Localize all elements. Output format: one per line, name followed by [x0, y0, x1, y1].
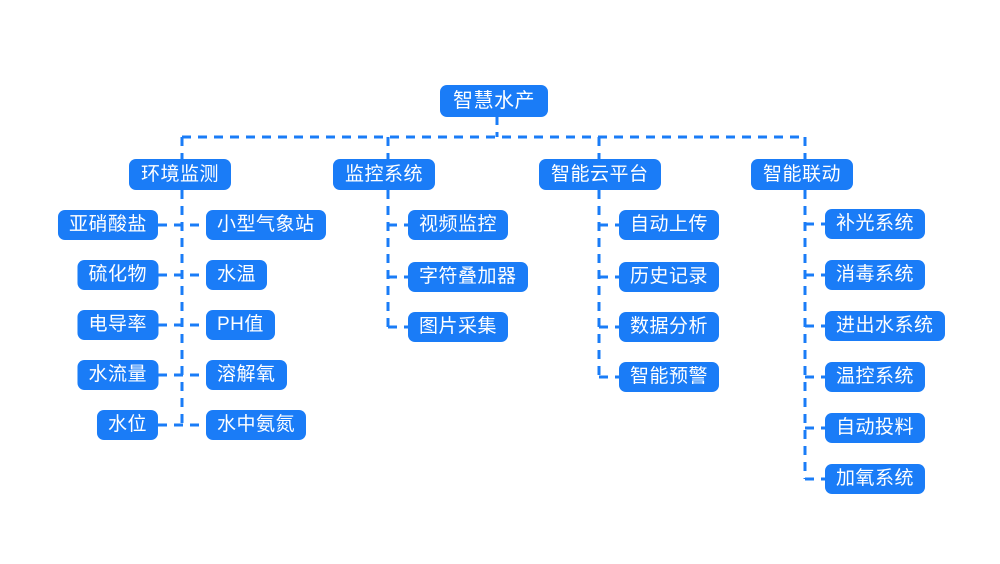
- node-env-water-flow[interactable]: 水流量: [77, 360, 158, 390]
- node-env-water-level[interactable]: 水位: [96, 410, 158, 440]
- node-env-dissolved-oxygen[interactable]: 溶解氧: [206, 360, 287, 390]
- node-branch-cloud[interactable]: 智能云平台: [539, 159, 661, 190]
- node-env-ph-value[interactable]: PH值: [206, 310, 275, 340]
- node-link-disinfection-system[interactable]: 消毒系统: [825, 260, 926, 290]
- node-link-water-inlet-outlet-system[interactable]: 进出水系统: [825, 311, 945, 341]
- node-link-auto-feeding[interactable]: 自动投料: [825, 413, 926, 443]
- node-cloud-auto-upload[interactable]: 自动上传: [619, 210, 720, 240]
- node-link-temperature-control-system[interactable]: 温控系统: [825, 362, 926, 392]
- node-branch-linkage[interactable]: 智能联动: [751, 159, 854, 190]
- node-env-nitrite[interactable]: 亚硝酸盐: [57, 210, 158, 240]
- node-mon-character-overlay[interactable]: 字符叠加器: [408, 262, 528, 292]
- node-cloud-data-analysis[interactable]: 数据分析: [619, 312, 720, 342]
- node-env-ammonia-nitrogen[interactable]: 水中氨氮: [206, 410, 307, 440]
- node-mon-video-surveillance[interactable]: 视频监控: [408, 210, 509, 240]
- node-root-smart-aquaculture[interactable]: 智慧水产: [440, 85, 548, 117]
- node-env-sulfide[interactable]: 硫化物: [77, 260, 158, 290]
- node-link-fill-light-system[interactable]: 补光系统: [825, 209, 926, 239]
- node-branch-monitoring[interactable]: 监控系统: [333, 159, 436, 190]
- node-env-conductivity[interactable]: 电导率: [77, 310, 158, 340]
- node-cloud-history-record[interactable]: 历史记录: [619, 262, 720, 292]
- node-mon-image-capture[interactable]: 图片采集: [408, 312, 509, 342]
- node-cloud-smart-alert[interactable]: 智能预警: [619, 362, 720, 392]
- node-branch-environment[interactable]: 环境监测: [129, 159, 232, 190]
- node-env-water-temperature[interactable]: 水温: [206, 260, 268, 290]
- node-link-oxygenation-system[interactable]: 加氧系统: [825, 464, 926, 494]
- node-env-weather-station[interactable]: 小型气象站: [206, 210, 326, 240]
